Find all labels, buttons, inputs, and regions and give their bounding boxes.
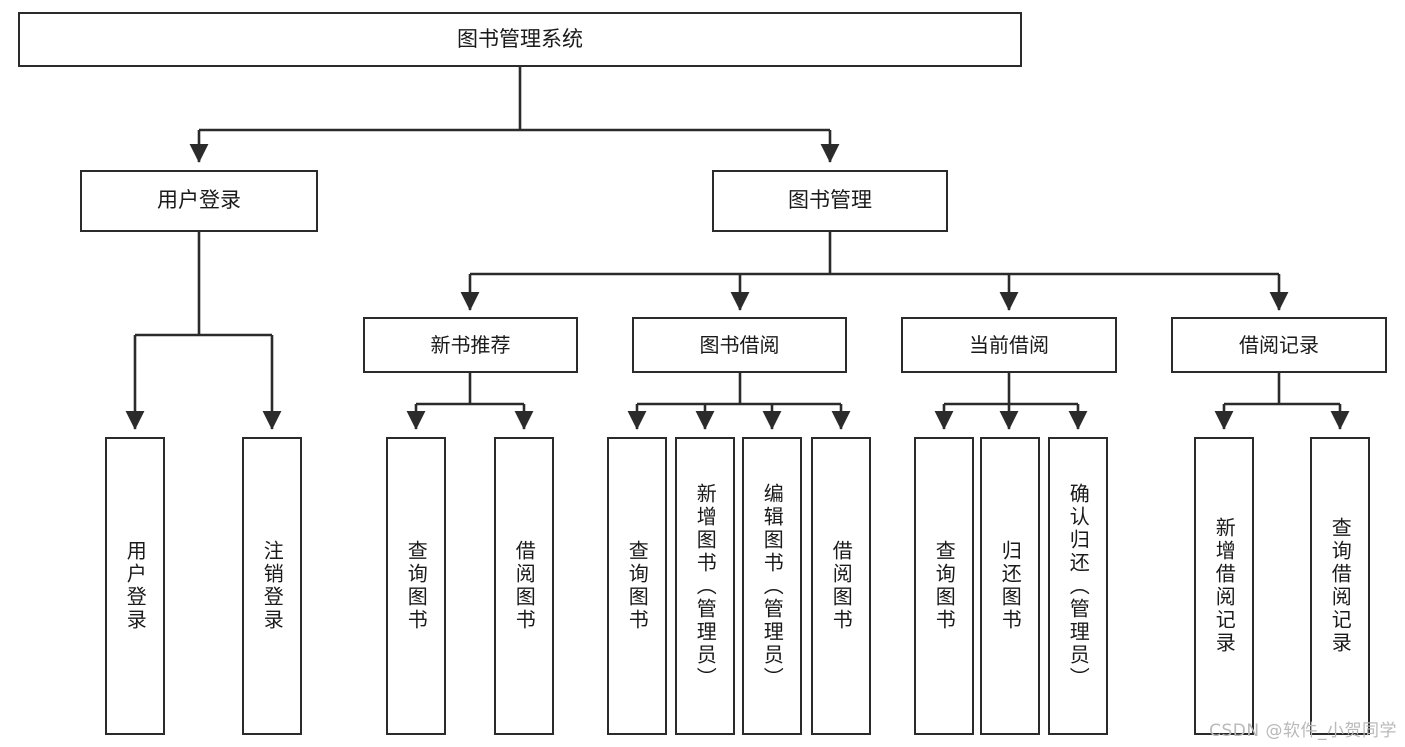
node-label: 用户登录	[157, 188, 241, 213]
node-borrow-record[interactable]: 借阅记录	[1171, 317, 1387, 373]
node-label: 借阅图书	[829, 540, 854, 632]
node-book-borrow[interactable]: 图书借阅	[632, 317, 847, 373]
node-leaf-query-book-3[interactable]: 查询图书	[914, 437, 974, 735]
node-new-book-rec[interactable]: 新书推荐	[363, 317, 578, 373]
node-label: 图书借阅	[699, 332, 780, 357]
node-leaf-query-book-2[interactable]: 查询图书	[607, 437, 667, 735]
node-label: 查询图书	[932, 540, 957, 632]
node-root-system[interactable]: 图书管理系统	[18, 12, 1022, 67]
node-current-borrow[interactable]: 当前借阅	[901, 317, 1117, 373]
node-label: 编辑图书（管理员）	[760, 482, 785, 690]
node-label: 注销登录	[260, 540, 285, 632]
node-label: 用户登录	[123, 540, 148, 632]
node-label: 查询图书	[625, 540, 650, 632]
node-label: 图书管理系统	[457, 26, 583, 51]
node-leaf-logout[interactable]: 注销登录	[242, 437, 302, 735]
node-label: 新书推荐	[430, 332, 511, 357]
node-leaf-borrow-book-1[interactable]: 借阅图书	[494, 437, 554, 735]
node-leaf-query-book-1[interactable]: 查询图书	[386, 437, 446, 735]
node-leaf-edit-book[interactable]: 编辑图书（管理员）	[742, 437, 802, 735]
node-leaf-query-record[interactable]: 查询借阅记录	[1310, 437, 1370, 735]
node-leaf-user-login[interactable]: 用户登录	[105, 437, 165, 735]
node-label: 借阅记录	[1239, 332, 1319, 357]
node-leaf-add-book[interactable]: 新增图书（管理员）	[675, 437, 735, 735]
csdn-watermark: CSDN @软件_小贺同学	[1209, 721, 1397, 741]
node-label: 新增借阅记录	[1212, 517, 1237, 655]
node-leaf-add-record[interactable]: 新增借阅记录	[1194, 437, 1254, 735]
node-label: 归还图书	[998, 540, 1023, 632]
node-label: 新增图书（管理员）	[693, 482, 718, 690]
node-label: 确认归还（管理员）	[1066, 482, 1091, 690]
node-label: 借阅图书	[512, 540, 537, 632]
node-book-manage[interactable]: 图书管理	[712, 170, 948, 232]
node-leaf-confirm-return[interactable]: 确认归还（管理员）	[1048, 437, 1108, 735]
node-user-login[interactable]: 用户登录	[80, 170, 318, 232]
node-label: 当前借阅	[969, 332, 1049, 357]
node-leaf-return-book[interactable]: 归还图书	[980, 437, 1040, 735]
node-leaf-borrow-book-2[interactable]: 借阅图书	[811, 437, 871, 735]
node-label: 查询借阅记录	[1328, 517, 1353, 655]
node-label: 图书管理	[788, 188, 872, 213]
node-label: 查询图书	[404, 540, 429, 632]
